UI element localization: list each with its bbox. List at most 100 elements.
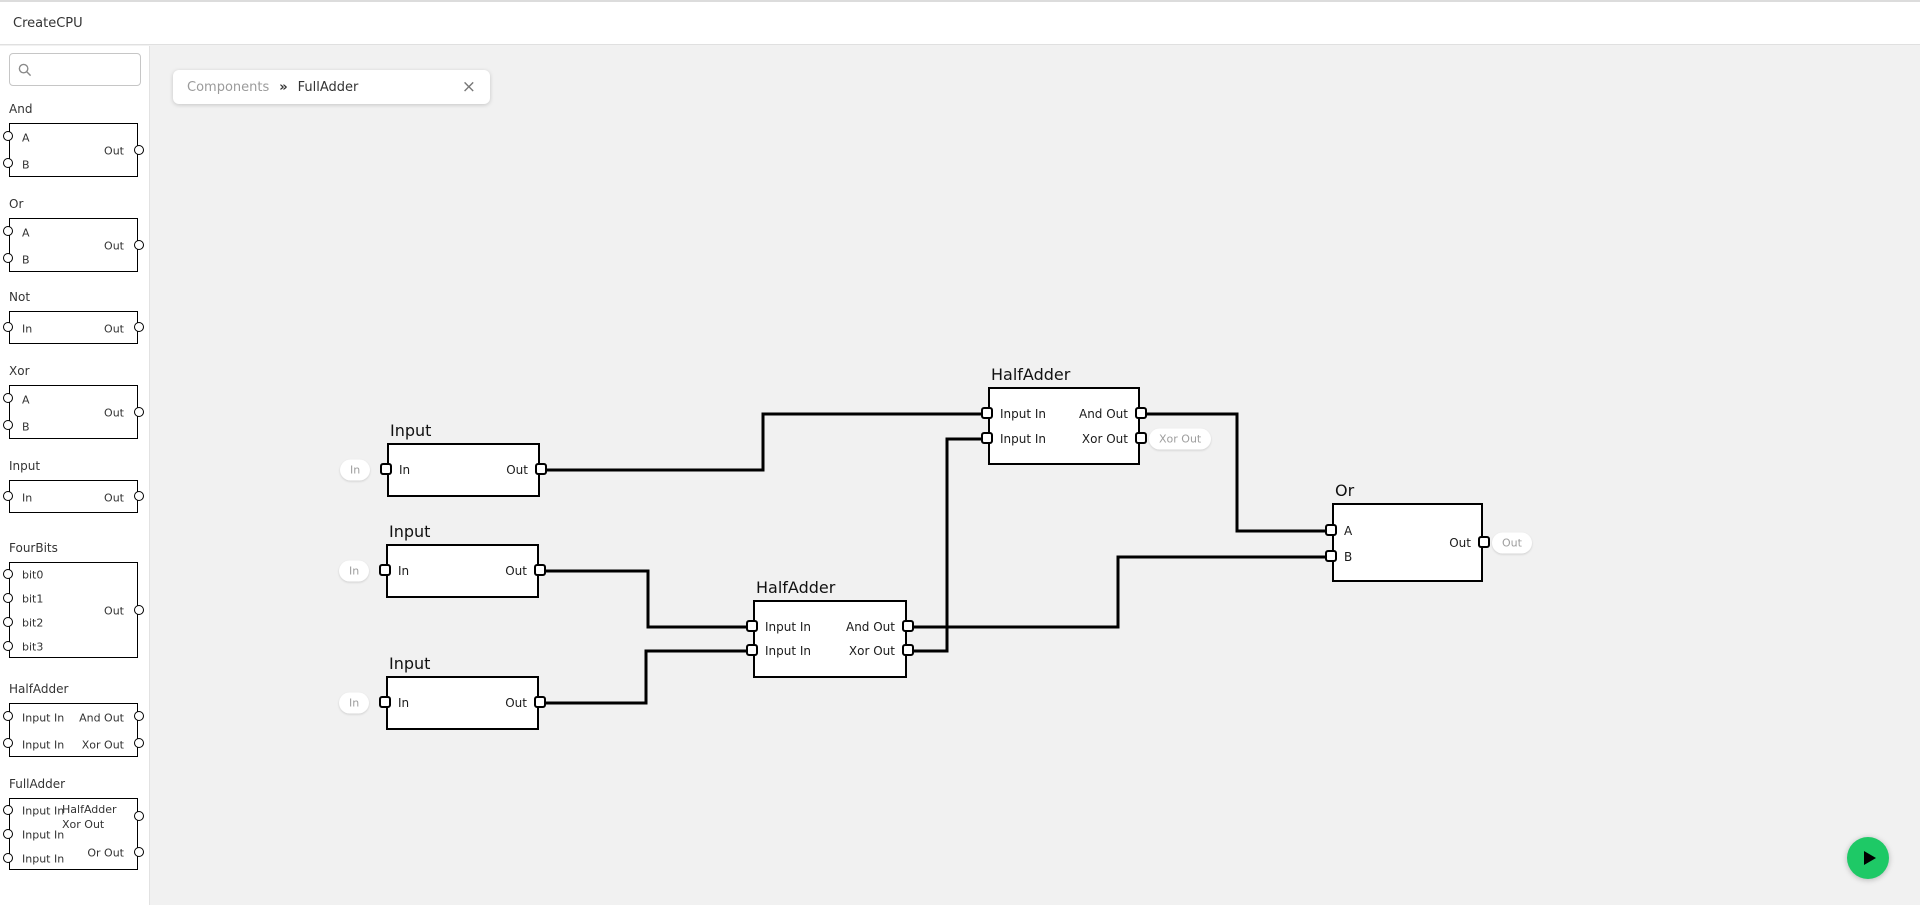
output-port-icon[interactable] <box>1135 407 1147 419</box>
port-label: In <box>22 322 33 335</box>
output-port-icon <box>134 810 144 821</box>
wire[interactable] <box>907 437 988 653</box>
input-port-icon <box>3 738 13 748</box>
input-port-icon <box>3 158 13 168</box>
output-port-icon[interactable] <box>1478 536 1490 548</box>
port-label: Xor Out <box>1081 431 1128 446</box>
port-label: In <box>22 491 33 504</box>
port-label: Input In <box>765 619 812 634</box>
output-port-icon[interactable] <box>902 644 914 656</box>
breadcrumb-root[interactable]: Components <box>187 79 270 95</box>
output-port-icon[interactable] <box>534 564 546 576</box>
palette-item-label: FullAdder <box>9 777 66 791</box>
port-label: Out <box>104 491 124 504</box>
node-title: Input <box>389 654 431 673</box>
port-label: Xor Out <box>81 738 124 751</box>
input-port-icon[interactable] <box>1325 550 1337 562</box>
port-label: Input In <box>1000 431 1047 446</box>
port-label: bit1 <box>22 592 44 606</box>
wire[interactable] <box>540 649 753 705</box>
wire[interactable] <box>1140 412 1332 533</box>
palette-item-label: Xor <box>9 364 30 378</box>
input-port-icon[interactable] <box>379 564 391 576</box>
palette-item-preview: In Out <box>3 480 144 513</box>
port-label: Out <box>505 695 527 710</box>
input-port-icon[interactable] <box>380 463 392 475</box>
port-label: Input In <box>765 643 812 658</box>
input-port-icon[interactable] <box>981 432 993 444</box>
port-label: Input In <box>22 738 65 751</box>
tab-fulladder[interactable]: Components » FullAdder × <box>173 70 490 104</box>
input-port-icon <box>3 568 13 579</box>
input-port-icon <box>3 491 13 501</box>
output-port-icon[interactable] <box>902 620 914 632</box>
port-label: HalfAdder Xor Out <box>62 803 117 831</box>
port-label: bit3 <box>22 640 44 654</box>
port-label: A <box>1344 523 1353 538</box>
wire[interactable] <box>540 569 753 629</box>
input-port-icon <box>3 616 13 627</box>
port-label: Out <box>104 239 124 253</box>
output-port-icon[interactable] <box>535 463 547 475</box>
run-button[interactable] <box>1847 837 1889 879</box>
input-port-icon <box>3 804 13 815</box>
input-port-icon <box>3 852 13 863</box>
wire[interactable] <box>907 555 1332 629</box>
external-input-pill[interactable]: In <box>340 459 371 481</box>
search-input[interactable] <box>10 54 140 85</box>
node-title: HalfAdder <box>991 365 1071 384</box>
palette-item-label: Input <box>9 459 41 473</box>
port-label: B <box>22 253 30 266</box>
port-label: Input In <box>1000 406 1047 421</box>
wire[interactable] <box>540 412 988 472</box>
output-port-icon[interactable] <box>1135 432 1147 444</box>
external-output-pill[interactable]: Xor Out <box>1149 428 1212 450</box>
input-port-icon[interactable] <box>981 407 993 419</box>
port-label: In <box>398 563 410 578</box>
play-icon <box>1864 851 1876 865</box>
port-label: A <box>22 131 30 144</box>
node-title: Input <box>389 522 431 541</box>
input-port-icon[interactable] <box>1325 524 1337 536</box>
input-port-icon <box>3 393 13 403</box>
port-label: And Out <box>845 619 895 634</box>
palette-item-label: HalfAdder <box>9 682 69 696</box>
input-port-icon[interactable] <box>746 620 758 632</box>
output-port-icon <box>134 604 144 615</box>
close-icon[interactable]: × <box>461 76 476 97</box>
output-port-icon[interactable] <box>534 696 546 708</box>
node-title: Input <box>390 421 432 440</box>
input-port-icon <box>3 420 13 430</box>
port-label: In <box>398 695 410 710</box>
port-label: B <box>22 420 30 433</box>
external-input-pill[interactable]: In <box>339 560 370 582</box>
external-input-pill[interactable]: In <box>339 692 370 714</box>
input-port-icon[interactable] <box>746 644 758 656</box>
external-output-pill[interactable]: Out <box>1492 532 1532 554</box>
input-port-icon[interactable] <box>379 696 391 708</box>
output-port-icon <box>134 738 144 748</box>
port-label: B <box>22 158 30 171</box>
